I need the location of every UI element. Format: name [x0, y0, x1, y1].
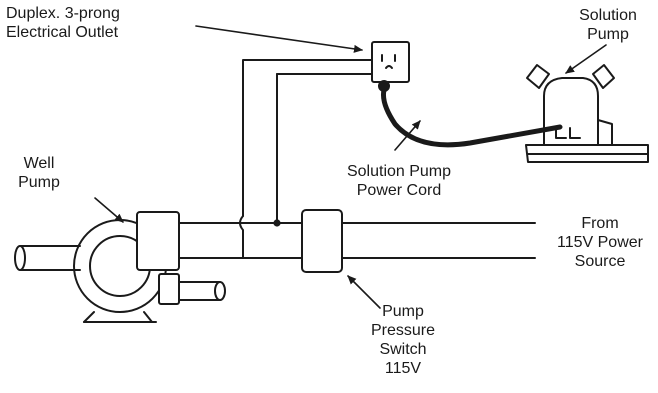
pressure-switch	[301, 209, 343, 273]
solution-pump-drawing	[525, 64, 649, 163]
leader-arrows	[94, 25, 607, 309]
power-source-label-line-3: Source	[574, 253, 626, 270]
solution-pump-label-line-2: Pump	[587, 26, 629, 43]
supply-conduit	[177, 222, 536, 259]
pressure-switch-label-line-1: Pump	[382, 303, 424, 320]
outlet-label-line-2: Electrical Outlet	[6, 24, 119, 41]
power-cord-label: Solution Pump Power Cord	[334, 162, 464, 200]
pressure-switch-label: Pump Pressure Switch 115V	[358, 302, 448, 378]
well-pump-drawing	[14, 211, 226, 323]
power-cord	[381, 87, 563, 148]
power-source-label-line-2: 115V Power	[557, 234, 643, 251]
pressure-switch-label-line-3: Switch	[379, 341, 427, 358]
outlet-label: Duplex. 3-prong Electrical Outlet	[6, 4, 120, 42]
power-cord-label-line-2: Power Cord	[356, 182, 442, 199]
pressure-switch-label-line-2: Pressure	[370, 322, 436, 339]
power-cord-label-line-1: Solution Pump	[346, 163, 452, 180]
pressure-switch-label-line-4: 115V	[384, 360, 422, 377]
power-source-label-line-1: From	[581, 215, 619, 232]
solution-pump-label-line-1: Solution	[579, 7, 637, 24]
well-pump-label-line-2: Pump	[18, 174, 60, 191]
duplex-outlet	[371, 41, 410, 92]
solution-pump-label: Solution Pump	[568, 6, 648, 44]
outlet-feed-wires	[239, 59, 373, 259]
power-source-label: From 115V Power Source	[548, 214, 652, 271]
outlet-label-line-1: Duplex. 3-prong	[6, 5, 120, 22]
well-pump-label: Well Pump	[8, 154, 70, 192]
well-pump-label-line-1: Well	[23, 155, 55, 172]
